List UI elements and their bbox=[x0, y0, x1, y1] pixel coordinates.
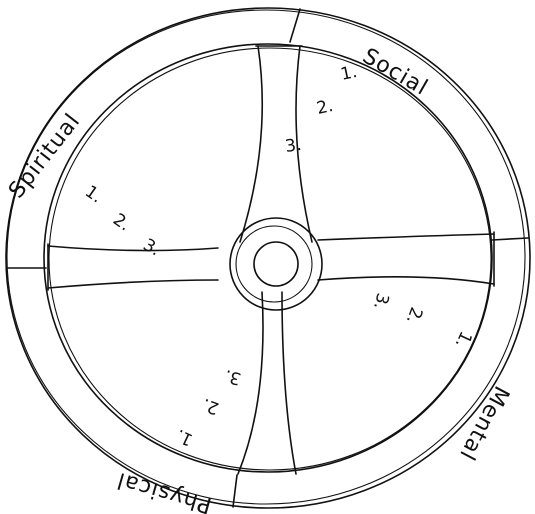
wheel-hub bbox=[230, 218, 322, 310]
segment-label-mental: Mental bbox=[454, 382, 514, 465]
physical-item-3: 3. bbox=[222, 365, 243, 389]
mental-item-3: 3. bbox=[369, 291, 393, 312]
segment-label-physical: Physical bbox=[114, 467, 215, 514]
social-item-2: 2. bbox=[315, 96, 335, 119]
social-item-3: 3. bbox=[284, 135, 303, 157]
spiritual-item-1: 1. bbox=[81, 182, 106, 208]
physical-item-2: 2. bbox=[200, 394, 222, 418]
mental-item-2: 2. bbox=[402, 304, 426, 326]
physical-numbers: 1. 2. 3. bbox=[173, 365, 243, 450]
spiritual-item-2: 2. bbox=[109, 210, 134, 236]
social-numbers: 1. 2. 3. bbox=[284, 62, 359, 157]
outer-rim bbox=[6, 8, 530, 508]
physical-item-1: 1. bbox=[173, 425, 196, 450]
segment-label-spiritual: Spiritual bbox=[4, 109, 85, 203]
spiritual-item-3: 3. bbox=[140, 235, 164, 260]
mental-numbers: 1. 2. 3. bbox=[369, 291, 476, 351]
social-item-1: 1. bbox=[339, 62, 359, 85]
segment-label-social: Social bbox=[358, 44, 432, 101]
